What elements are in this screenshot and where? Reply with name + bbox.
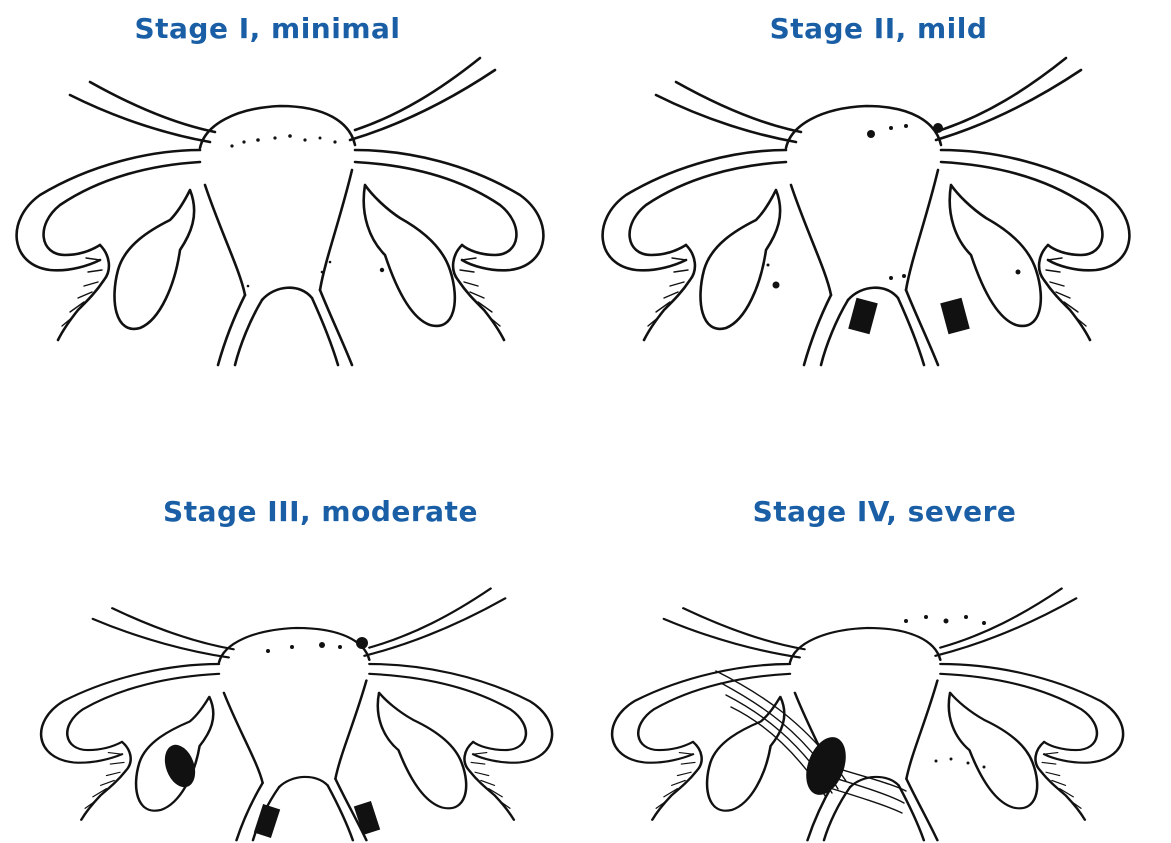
stage-4-illustration — [586, 421, 1171, 842]
stage-3-panel: Stage III, moderate — [0, 421, 585, 842]
stage-2-panel: Stage II, mild — [586, 0, 1171, 421]
stage-1-lesions — [230, 134, 384, 287]
stage-4-adhesions — [716, 671, 906, 813]
stage-3-illustration — [0, 421, 585, 842]
stage-4-panel: Stage IV, severe — [586, 421, 1171, 842]
stage-2-lesions — [767, 123, 1021, 334]
stage-2-illustration — [586, 0, 1171, 421]
stage-1-illustration — [0, 0, 585, 421]
stage-1-panel: Stage I, minimal — [0, 0, 585, 421]
